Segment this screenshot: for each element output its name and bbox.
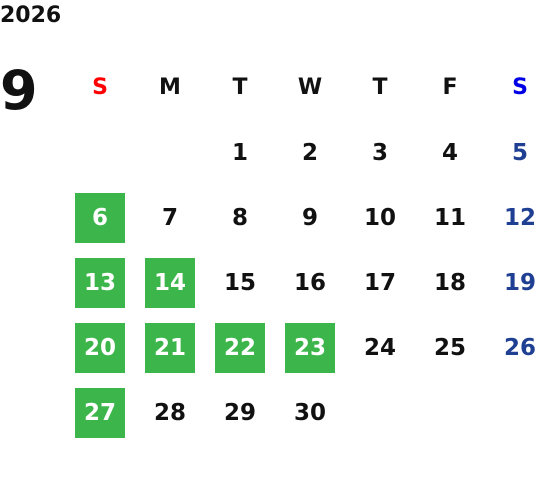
- day-cell: 5: [485, 120, 548, 185]
- day-number: 19: [503, 269, 536, 296]
- day-cell: [65, 120, 135, 185]
- weekday-label: S: [512, 75, 528, 100]
- day-cell: [135, 120, 205, 185]
- day-number: 17: [363, 269, 396, 296]
- day-number: 23: [285, 322, 335, 373]
- day-number: 6: [75, 192, 125, 243]
- day-number: 18: [433, 269, 466, 296]
- day-number: 3: [371, 139, 388, 166]
- day-number: 15: [223, 269, 256, 296]
- weekday-header-sat: S: [485, 55, 548, 120]
- weekday-header-mon: M: [135, 55, 205, 120]
- day-cell: 18: [415, 250, 485, 315]
- day-number: 21: [145, 322, 195, 373]
- day-cell: 25: [415, 315, 485, 380]
- weekday-header-sun: S: [65, 55, 135, 120]
- calendar-grid: S M T W T F S 1 2 3 4 5 6 7 8 9 10 11 12…: [65, 55, 548, 445]
- day-cell: 23: [275, 315, 345, 380]
- day-cell: 20: [65, 315, 135, 380]
- day-cell: 26: [485, 315, 548, 380]
- weekday-label: T: [372, 75, 388, 100]
- day-cell: 7: [135, 185, 205, 250]
- day-cell: 11: [415, 185, 485, 250]
- day-number: 7: [161, 204, 178, 231]
- day-number: 28: [153, 399, 186, 426]
- day-cell: 24: [345, 315, 415, 380]
- day-cell: 28: [135, 380, 205, 445]
- day-number: 20: [75, 322, 125, 373]
- calendar-month: 9: [0, 59, 38, 122]
- calendar-year: 2026: [0, 3, 62, 28]
- day-cell: [485, 380, 548, 445]
- weekday-header-wed: W: [275, 55, 345, 120]
- day-cell: 16: [275, 250, 345, 315]
- day-number: 8: [231, 204, 248, 231]
- day-number: 14: [145, 257, 195, 308]
- weekday-label: T: [232, 75, 248, 100]
- day-number: 5: [511, 139, 528, 166]
- day-number: 9: [301, 204, 318, 231]
- day-number: 12: [503, 204, 536, 231]
- day-cell: 15: [205, 250, 275, 315]
- day-number: 24: [363, 334, 396, 361]
- day-cell: 1: [205, 120, 275, 185]
- day-cell: 4: [415, 120, 485, 185]
- day-number: 25: [433, 334, 466, 361]
- day-cell: 21: [135, 315, 205, 380]
- day-cell: 17: [345, 250, 415, 315]
- day-number: 16: [293, 269, 326, 296]
- day-number: 11: [433, 204, 466, 231]
- weekday-header-thu: T: [345, 55, 415, 120]
- weekday-label: S: [92, 75, 108, 100]
- day-cell: 27: [65, 380, 135, 445]
- day-number: [75, 128, 125, 178]
- day-cell: 29: [205, 380, 275, 445]
- day-cell: 3: [345, 120, 415, 185]
- day-cell: 12: [485, 185, 548, 250]
- day-number: 1: [231, 139, 248, 166]
- day-cell: 6: [65, 185, 135, 250]
- day-cell: 14: [135, 250, 205, 315]
- weekday-label: W: [297, 75, 323, 100]
- day-cell: 8: [205, 185, 275, 250]
- day-number: [145, 128, 195, 178]
- day-number: 22: [215, 322, 265, 373]
- day-number: 26: [503, 334, 536, 361]
- day-cell: [415, 380, 485, 445]
- day-number: [355, 388, 405, 438]
- day-cell: 10: [345, 185, 415, 250]
- day-number: 13: [75, 257, 125, 308]
- day-number: 2: [301, 139, 318, 166]
- day-cell: 9: [275, 185, 345, 250]
- day-number: 4: [441, 139, 458, 166]
- weekday-label: M: [159, 75, 181, 100]
- day-cell: 19: [485, 250, 548, 315]
- day-number: 10: [363, 204, 396, 231]
- day-cell: 2: [275, 120, 345, 185]
- day-number: 30: [293, 399, 326, 426]
- weekday-header-fri: F: [415, 55, 485, 120]
- day-number: [495, 388, 545, 438]
- weekday-label: F: [442, 75, 458, 100]
- day-cell: 30: [275, 380, 345, 445]
- day-cell: 13: [65, 250, 135, 315]
- day-cell: [345, 380, 415, 445]
- weekday-header-tue: T: [205, 55, 275, 120]
- day-number: 27: [75, 387, 125, 438]
- day-number: 29: [223, 399, 256, 426]
- day-cell: 22: [205, 315, 275, 380]
- day-number: [425, 388, 475, 438]
